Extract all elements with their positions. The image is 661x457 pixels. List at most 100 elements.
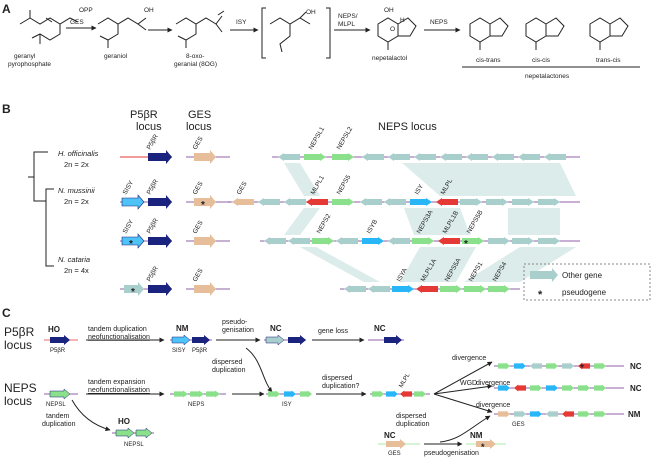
geraniol-name: geraniol xyxy=(104,53,128,60)
panel-c: C P5βR locus NEPS locus HO P5βR tandem d… xyxy=(2,306,642,457)
c-isy-name: ISY xyxy=(282,402,292,408)
state-nc-div2: NC xyxy=(630,384,642,393)
c-ges-name-1: GES xyxy=(388,451,401,457)
c-sisy-name: SISY xyxy=(172,348,186,354)
sisy-label-r2: SISY xyxy=(122,179,136,196)
c-nepsl-arrow xyxy=(49,388,71,400)
synteny-ribbons xyxy=(284,163,576,282)
nepetalactone-cis-trans: cis-trans xyxy=(469,17,509,64)
geranyl-pyrophosphate-structure: OPP geranyl pyrophosphate xyxy=(8,7,93,68)
nepetalactol-o: O xyxy=(390,26,395,33)
r2-gene-label-0: GES xyxy=(236,180,249,196)
p5br-label-r2: P5βR xyxy=(146,178,160,196)
r2-gene-arrow-1 xyxy=(258,198,280,206)
c-div2-arrow-5 xyxy=(578,384,590,392)
c-div1-arrow-2 xyxy=(530,362,542,370)
c-nepsl-name: NEPSL xyxy=(46,402,66,408)
c-div1-arrow-6 xyxy=(594,362,606,370)
r2-gene-arrow-2 xyxy=(284,198,306,206)
legend-other-gene-arrow xyxy=(530,268,558,282)
r2-gene-arrow-7 xyxy=(410,198,432,206)
r4-gene-arrow-6 xyxy=(488,285,510,293)
c-divergence-row-3 xyxy=(498,410,606,418)
arrow-divergence-3 xyxy=(433,393,493,414)
p5br-label-r3: P5βR xyxy=(146,217,160,235)
arrow-dispersed-dup-1 xyxy=(245,347,273,393)
r1-gene-arrow-9 xyxy=(518,153,540,161)
event-divergence-3: divergence xyxy=(476,402,510,409)
r3-gene-arrow-5 xyxy=(388,237,410,245)
r1-gene-arrow-5 xyxy=(414,153,436,161)
event-dispersed-dup-q-2: duplication? xyxy=(322,383,359,390)
event-dispersed-dup2-1: dispersed xyxy=(396,413,426,420)
r3-gene-arrow-2 xyxy=(312,237,334,245)
r1-gene-arrow-3 xyxy=(362,153,384,161)
r2-gene-arrow-11 xyxy=(512,198,534,206)
c-isy-cluster-arrow-1 xyxy=(284,390,296,398)
r3-gene-arrow-9 xyxy=(488,237,510,245)
arrow-divergence-1 xyxy=(433,361,493,395)
ges-label-r2: GES xyxy=(192,180,205,196)
r3-gene-arrow-4 xyxy=(362,237,384,245)
ges-label-r4: GES xyxy=(192,267,205,283)
event-tandem-dup-2: neofunctionalisation xyxy=(88,334,150,341)
state-nc-p5br-2: NC xyxy=(374,324,386,333)
r3-gene-arrow-11 xyxy=(538,237,560,245)
state-nc-ges: NC xyxy=(384,431,396,440)
c-p5br-arrow-4 xyxy=(384,335,402,345)
r4-gene-arrow-3 xyxy=(416,285,438,293)
c-p5br-name-2: P5βR xyxy=(192,348,208,354)
r4-gene-arrow-4 xyxy=(440,285,462,293)
state-nm-p5br: NM xyxy=(176,324,189,333)
ges-locus-header-line2: locus xyxy=(186,121,212,133)
c-div1-arrow-4 xyxy=(562,362,574,370)
r3-gene-label-0: NEPS2 xyxy=(316,213,333,235)
event-dispersed-dup-2: duplication xyxy=(212,367,246,374)
nepetalactol-name: nepetalactol xyxy=(372,55,408,62)
r2-gene-arrow-5 xyxy=(360,198,382,206)
c-div3-arrow-1 xyxy=(514,410,526,418)
r1-gene-label-0: NEPSL1 xyxy=(308,126,327,151)
r2-gene-arrow-3 xyxy=(306,198,328,206)
state-nm-div3: NM xyxy=(628,410,641,419)
state-ho-neps: HO xyxy=(118,417,130,426)
event-wgd: WGD xyxy=(460,380,477,387)
c-div1-star: * xyxy=(580,363,584,374)
geraniol-oh: OH xyxy=(144,7,154,14)
event-tandem-dup-1: tandem duplication xyxy=(88,326,147,333)
sisy-arrow-r3 xyxy=(121,233,145,249)
event-tandem-exp-2: neofunctionalisation xyxy=(88,387,150,394)
c-mlpl-cluster-arrow-2 xyxy=(400,390,412,398)
phylogeny-tree: H. officinalis 2n = 2x N. mussinii 2n = … xyxy=(28,149,99,275)
r3-gene-arrow-6 xyxy=(412,237,434,245)
r2-gene-arrow-6 xyxy=(384,198,406,206)
c-mlpl-cluster-arrow-1 xyxy=(386,390,398,398)
ges-locus-header-line1: GES xyxy=(188,109,211,121)
r1-gene-arrow-10 xyxy=(544,153,566,161)
c-p5br-arrow-3 xyxy=(288,335,306,345)
event-pseudo-2: genisation xyxy=(222,327,254,334)
c-ges-arrow-1 xyxy=(386,439,406,449)
r3-gene-label-4: NEPS5B xyxy=(466,209,485,235)
r1-gene-arrow-0 xyxy=(278,153,300,161)
nepetalactol-structure: OH O H nepetalactol xyxy=(372,7,417,62)
enol-intermediate: OH xyxy=(261,7,331,59)
state-nc-p5br-1: NC xyxy=(270,324,282,333)
r3-gene-arrow-7 xyxy=(438,237,460,245)
c-div3-arrow-2 xyxy=(530,410,542,418)
sisy-pseudogene-star-r3: * xyxy=(129,239,133,250)
r2-gene-arrow-9 xyxy=(460,198,482,206)
species-2-name: N. mussinii xyxy=(58,186,95,195)
c-div2-arrow-2 xyxy=(530,384,542,392)
c-nepsl-arrow-2b xyxy=(135,427,153,439)
intermediate-oh: OH xyxy=(306,9,316,16)
p5br-arrow-r4 xyxy=(148,282,172,296)
arrow-divergence-2 xyxy=(433,384,493,395)
c-div2-arrow-1 xyxy=(514,384,526,392)
panel-label-b: B xyxy=(2,102,11,116)
arrow-tandem-dup-2 xyxy=(71,399,111,432)
c-mlpl-name: MLPL xyxy=(399,372,412,389)
state-ho-p5br: HO xyxy=(48,325,60,334)
p5br-locus-title-line1: P5βR xyxy=(4,325,35,339)
ges-enzyme-label: GES xyxy=(70,19,84,26)
